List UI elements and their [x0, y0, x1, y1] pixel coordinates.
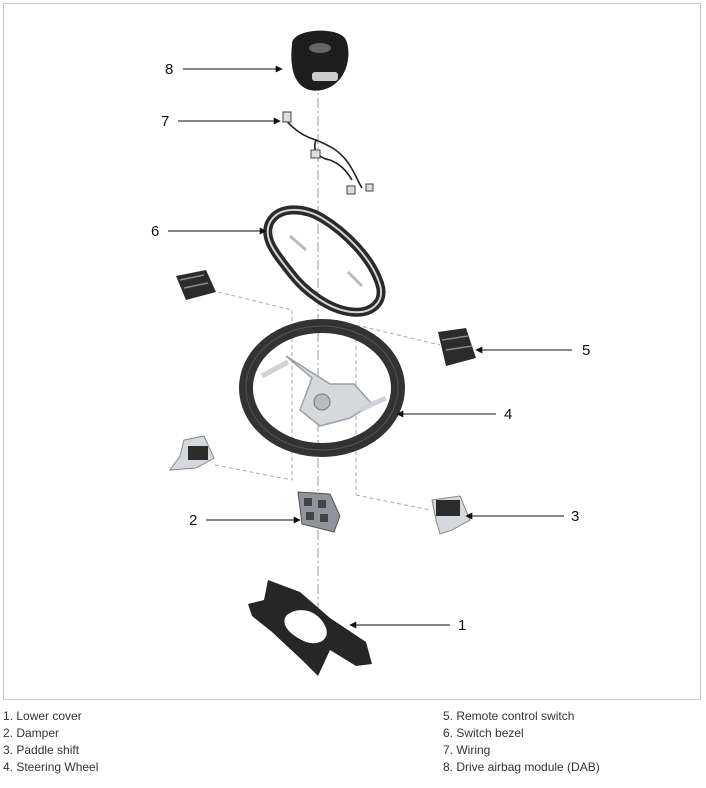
legend-item: 3. Paddle shift	[3, 743, 80, 757]
legend-item: 7. Wiring	[443, 743, 491, 757]
lower-cover-part	[248, 580, 372, 676]
legend-item: 5. Remote control switch	[443, 709, 575, 723]
steering-wheel-part	[239, 319, 405, 457]
diagram-frame	[3, 3, 701, 700]
callout-8: 8	[165, 61, 174, 78]
callout-6: 6	[151, 223, 160, 240]
legend-item: 2. Damper	[3, 726, 60, 740]
leader-lines	[168, 65, 572, 629]
paddle-shift-left-part	[168, 435, 215, 471]
legend-left: 1. Lower cover 2. Damper 3. Paddle shift…	[3, 708, 98, 776]
callout-4: 4	[504, 406, 513, 423]
switch-bezel-part	[263, 205, 386, 317]
callout-3: 3	[571, 508, 580, 525]
exploded-view-diagram	[168, 30, 572, 676]
legend-item: 4. Steering Wheel	[3, 760, 99, 774]
wiring-part	[282, 111, 374, 195]
damper-part	[297, 491, 341, 533]
legend-right: 5. Remote control switch 6. Switch bezel…	[443, 708, 600, 776]
callout-7: 7	[161, 113, 170, 130]
paddle-shift-part	[431, 495, 471, 535]
legend-item: 6. Switch bezel	[443, 726, 524, 740]
callout-1: 1	[458, 617, 467, 634]
callout-2: 2	[189, 512, 198, 529]
callout-5: 5	[582, 342, 591, 359]
remote-switch-part	[438, 328, 476, 366]
legend-item: 8. Drive airbag module (DAB)	[443, 760, 600, 774]
airbag-module-part	[291, 30, 349, 91]
legend-item: 1. Lower cover	[3, 709, 82, 723]
remote-switch-left-part	[176, 270, 216, 300]
